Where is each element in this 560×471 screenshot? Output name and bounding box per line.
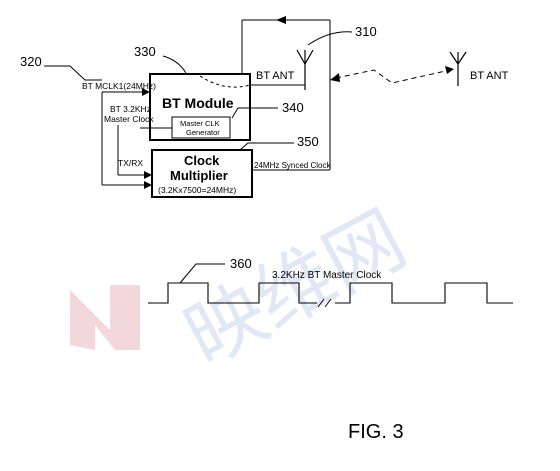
bt-clock-line1: BT 3.2KHz [110, 104, 151, 114]
left-connections [44, 65, 172, 186]
ref-310: 310 [355, 24, 377, 39]
watermark-logo-icon [70, 285, 140, 350]
bt-clock-line2: Master Clock [104, 114, 154, 124]
arrow-mclk-icon [142, 88, 150, 96]
waveform-label: 3.2KHz BT Master Clock [272, 270, 382, 281]
leader-350 [239, 142, 294, 151]
leader-310 [307, 31, 353, 46]
arrow-mult-icon [144, 181, 152, 189]
bt-mclk-label: BT MCLK1(24MHz) [82, 81, 156, 91]
feedback-loop [241, 19, 331, 171]
master-clk-line2: Generator [186, 128, 220, 137]
ref-350: 350 [297, 134, 319, 149]
bt-ant-left-label: BT ANT [256, 70, 295, 82]
figure-caption: FIG. 3 [348, 421, 404, 443]
clock-mult-line2: Multiplier [170, 168, 228, 183]
synced-clock-label: 24MHz Synced Clock [254, 161, 331, 170]
antenna-right-icon [449, 51, 467, 86]
bt-module-label: BT Module [162, 95, 234, 111]
clock-mult-line1: Clock [184, 153, 220, 168]
bt-module-dashed [199, 75, 251, 88]
antenna-left-icon [296, 49, 314, 90]
bt-ant-right-label: BT ANT [470, 70, 509, 82]
watermark-text: 映维网 [171, 194, 420, 383]
ref-320: 320 [20, 54, 42, 69]
wireless-arrow-right-icon [445, 66, 454, 74]
clock-multiplier-box [151, 149, 253, 198]
top-arrow-icon [276, 16, 286, 24]
waveform-break-icon [317, 298, 332, 308]
leader-330 [162, 55, 187, 74]
txrx-label: TX/RX [118, 158, 143, 168]
wireless-link [335, 69, 451, 84]
leader-340 [231, 107, 278, 119]
clock-waveform [148, 282, 513, 304]
ref-360: 360 [230, 256, 252, 271]
master-clk-line1: Master CLK [180, 119, 220, 128]
arrow-txrx-icon [144, 171, 152, 179]
wireless-arrow-left-icon [330, 73, 340, 82]
ref-340: 340 [282, 100, 304, 115]
ref-330: 330 [134, 44, 156, 59]
leader-360 [179, 263, 225, 284]
watermark: 映维网 [70, 194, 420, 384]
clock-mult-formula: (3.2Kx7500=24MHz) [158, 185, 236, 195]
